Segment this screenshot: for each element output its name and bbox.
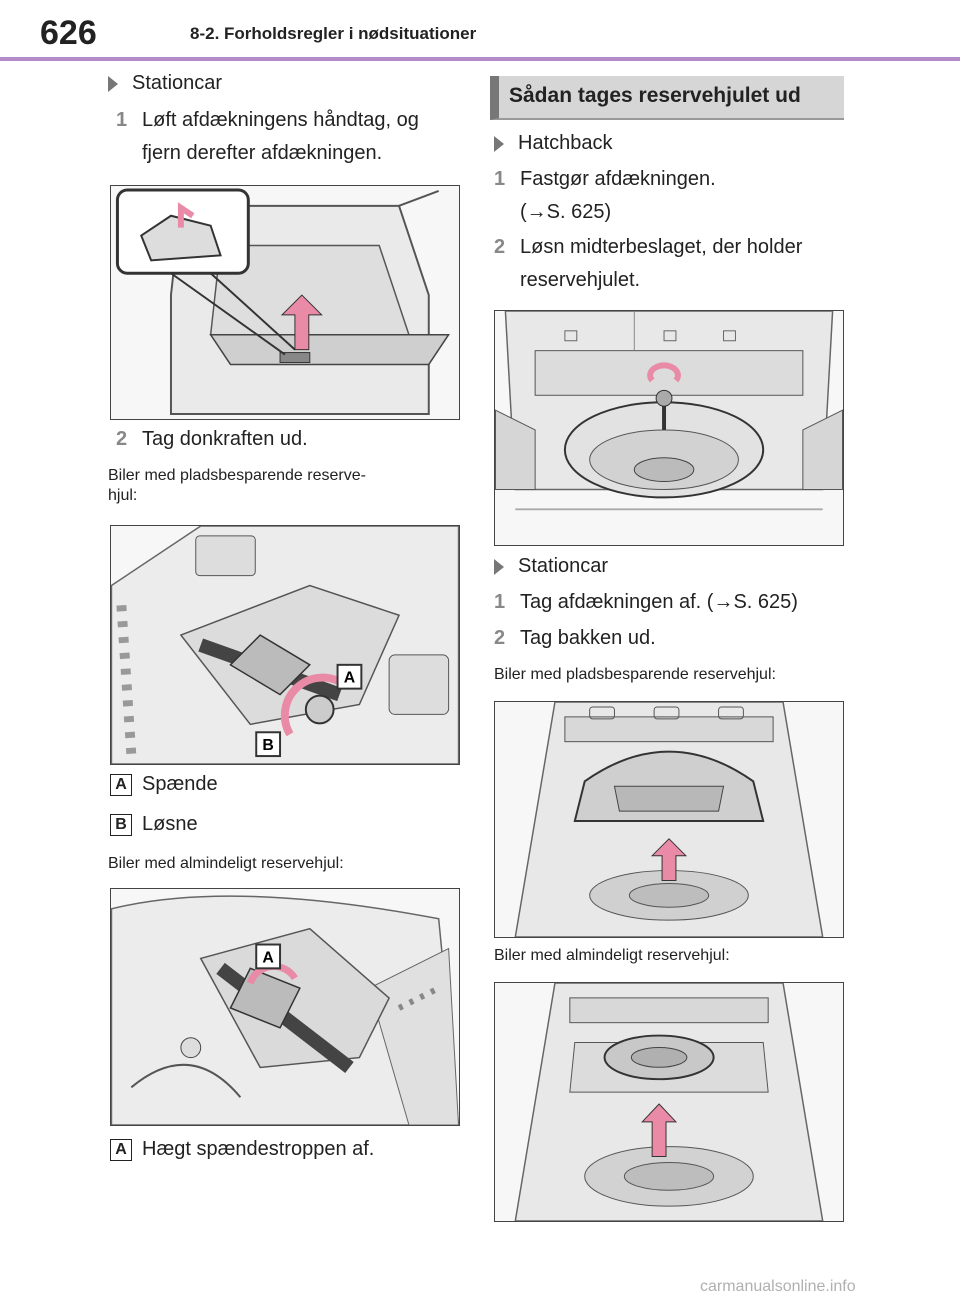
step-number: 2: [116, 428, 128, 450]
step-text-line: Løsn midterbeslaget, der holder: [520, 236, 803, 258]
header-rule: [0, 57, 960, 61]
figure-hatchback-spare-wheel: [494, 310, 844, 546]
legend-text: Hægt spændestroppen af.: [142, 1138, 375, 1160]
step-number: 2: [494, 627, 506, 649]
step-take-jack: 2 Tag donkraften ud.: [116, 423, 456, 456]
figure-jack-strap: A: [110, 888, 460, 1126]
figure-trunk-cover-handle: [110, 185, 460, 420]
section-title: 8-2. Forholdsregler i nødsituationer: [190, 24, 477, 43]
step-lift-cover: 1 Løft afdækningens håndtag, og fjern de…: [116, 104, 456, 170]
figure-stationcar-tray-space-saver: [494, 701, 844, 938]
jack-strap-illustration: A: [111, 889, 459, 1125]
note-regular-spare-right: Biler med almindeligt reservehjul:: [494, 947, 730, 964]
trunk-cover-illustration: [111, 186, 459, 419]
step-number: 2: [494, 236, 506, 258]
bullet-hatchback: Hatchback: [494, 132, 613, 155]
triangle-bullet-icon: [494, 558, 504, 575]
legend-a-unhook-strap: A Hægt spændestroppen af.: [110, 1138, 374, 1161]
step-number: 1: [116, 109, 128, 131]
bullet-label: Stationcar: [518, 555, 609, 577]
step-text: Tag bakken ud.: [520, 627, 656, 649]
section-heading-box: Sådan tages reservehjulet ud: [490, 76, 844, 120]
figure-stationcar-regular-spare: [494, 982, 844, 1222]
step-text-line: reservehjulet.: [520, 269, 641, 291]
step-text-line: Løft afdækningens håndtag, og: [142, 109, 419, 131]
step-loosen-bracket: 2 Løsn midterbeslaget, der holder reserv…: [494, 231, 844, 297]
step-text: Tag donkraften ud.: [142, 428, 308, 450]
step-text: Fastgør afdækningen. (→S. 625): [520, 163, 716, 229]
hatchback-spare-illustration: [495, 311, 843, 545]
legend-b-loosen: B Løsne: [110, 813, 198, 836]
watermark: carmanualsonline.info: [700, 1278, 856, 1295]
legend-letter-b: B: [110, 813, 132, 836]
step-text-line: fjern derefter afdækningen.: [142, 142, 383, 164]
page-header: 626 8-2. Forholdsregler i nødsituationer: [0, 0, 960, 64]
figure-jack-space-saver: A B: [110, 525, 460, 765]
legend-letter-a: A: [110, 1138, 132, 1161]
page-number: 626: [40, 14, 97, 52]
bullet-stationcar: Stationcar: [108, 72, 222, 95]
note-regular-spare: Biler med almindeligt reservehjul:: [108, 855, 344, 872]
callout-b-glyph: B: [262, 737, 273, 754]
step-text: Løsn midterbeslaget, der holder reserveh…: [520, 231, 802, 297]
legend-text: Løsne: [142, 813, 198, 835]
triangle-bullet-icon: [494, 135, 504, 152]
section-heading: Sådan tages reservehjulet ud: [509, 84, 801, 107]
bullet-stationcar-right: Stationcar: [494, 555, 608, 578]
callout-a-glyph: A: [344, 670, 356, 687]
step-text: Løft afdækningens håndtag, og fjern dere…: [142, 104, 419, 170]
note-space-saver: Biler med pladsbesparende reserve- hjul:: [108, 466, 448, 506]
step-remove-cover: 1 Tag afdækningen af. (→S. 625): [494, 586, 844, 619]
stationcar-regular-spare-illustration: [495, 983, 843, 1221]
callout-a-glyph: A: [262, 949, 274, 966]
triangle-bullet-icon: [108, 75, 118, 92]
bullet-label: Stationcar: [132, 72, 223, 94]
note-line: hjul:: [108, 487, 138, 504]
jack-illustration: A B: [111, 526, 459, 764]
legend-letter-a: A: [110, 773, 132, 796]
step-text: Tag afdækningen af. (→S. 625): [520, 591, 798, 613]
step-text-line: (→S. 625): [520, 201, 612, 223]
step-number: 1: [494, 168, 506, 190]
step-fasten-cover: 1 Fastgør afdækningen. (→S. 625): [494, 163, 844, 229]
legend-a-tighten: A Spænde: [110, 773, 218, 796]
step-take-tray: 2 Tag bakken ud.: [494, 622, 844, 655]
step-number: 1: [494, 591, 506, 613]
legend-text: Spænde: [142, 773, 218, 795]
stationcar-tray-illustration: [495, 702, 843, 937]
note-line: Biler med pladsbesparende reserve-: [108, 467, 366, 484]
step-text-line: Fastgør afdækningen.: [520, 168, 716, 190]
bullet-label: Hatchback: [518, 132, 613, 154]
note-space-saver-right: Biler med pladsbesparende reservehjul:: [494, 666, 776, 683]
